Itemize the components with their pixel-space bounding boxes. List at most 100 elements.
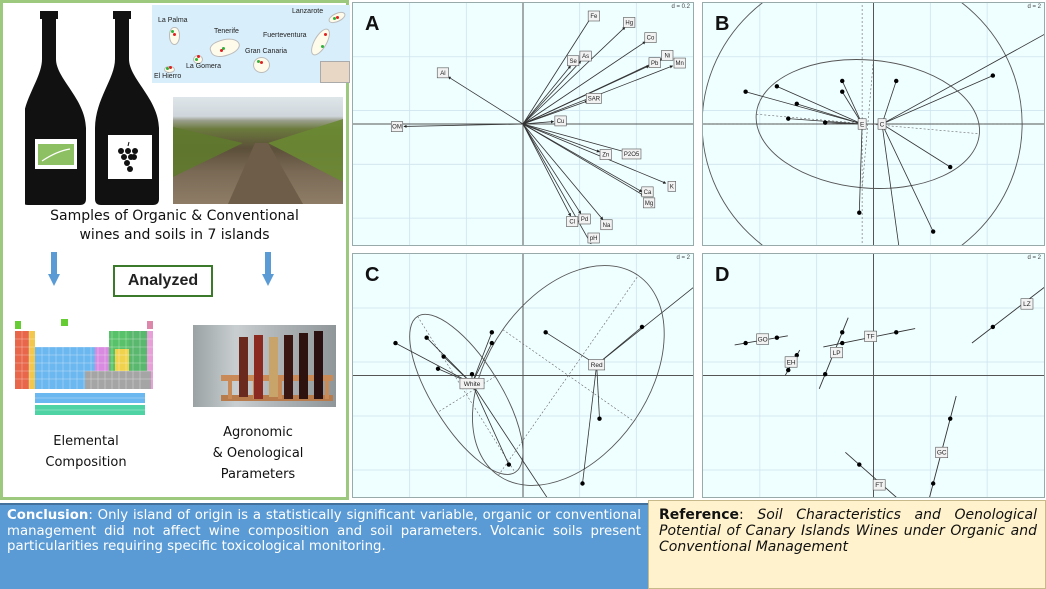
label-text: Ca (644, 190, 652, 196)
label-box (648, 57, 661, 68)
map-label-el-hierro: El Hierro (154, 73, 182, 80)
group-gc (929, 395, 957, 497)
map-label-fuerteventura: Fuerteventura (263, 32, 307, 39)
label-text: Hg (625, 21, 633, 27)
down-arrow-icon (262, 252, 274, 286)
sample-point (489, 330, 495, 335)
caption-line: Parameters (220, 467, 296, 482)
conventional-site-marker (173, 33, 176, 36)
sample-point (857, 210, 862, 215)
label-box (587, 232, 600, 244)
variable-label-om: OM (390, 121, 404, 132)
elemental-composition-caption: Elemental Composition (31, 431, 141, 473)
class-label-tf: TF (864, 330, 877, 342)
sample-point (948, 416, 953, 421)
conventional-site-marker (169, 66, 172, 69)
sample-point (822, 371, 828, 377)
sample-point (543, 330, 548, 335)
variable-arrow-ph (522, 123, 592, 245)
sample-point (743, 89, 748, 94)
sample-point (840, 340, 845, 346)
map-label-la-palma: La Palma (158, 17, 188, 24)
label-box (784, 356, 798, 368)
samples-line-1: Samples of Organic & Conventional (50, 208, 299, 224)
variable-label-as: As (579, 50, 592, 62)
label-box (644, 32, 657, 43)
sample-point (822, 120, 828, 125)
star-line (596, 287, 693, 366)
conventional-site-marker (336, 16, 339, 19)
star-line (471, 332, 493, 384)
class-label-e: E (857, 118, 867, 130)
class-label-eh: EH (784, 356, 798, 368)
label-text: Cl (569, 220, 575, 226)
map-label-la-gomera: La Gomera (186, 63, 222, 70)
label-box (600, 219, 613, 231)
label-text: pH (590, 236, 598, 242)
sample-point (639, 324, 645, 330)
label-text: Cu (557, 119, 565, 125)
label-box (872, 479, 886, 491)
sample-point (794, 353, 799, 358)
label-box (643, 197, 656, 209)
variable-arrow-pb (522, 65, 650, 125)
variable-arrow-hg (522, 26, 626, 125)
variable-label-al: Al (436, 67, 449, 79)
island-shape (307, 25, 334, 59)
label-text: Al (440, 71, 445, 77)
map-label-gran-canaria: Gran Canaria (245, 48, 288, 55)
star-line (881, 123, 900, 245)
confidence-ellipse-red (472, 265, 665, 486)
conventional-site-marker (260, 61, 263, 64)
sample-point (786, 367, 791, 373)
label-text: OM (392, 125, 402, 131)
label-box (661, 50, 674, 61)
variable-arrow-co (522, 41, 646, 125)
variable-arrow-pd (522, 123, 582, 214)
reference-box: Reference: Soil Characteristics and Oeno… (648, 500, 1046, 589)
island-shape (207, 34, 243, 61)
sample-point (506, 462, 512, 467)
star-line (881, 123, 951, 168)
caption-line: Composition (45, 455, 127, 470)
confidence-ellipse-c (755, 59, 980, 189)
star-line (881, 123, 934, 232)
variable-arrow-as (522, 60, 582, 125)
label-text: Co (647, 36, 655, 42)
variable-label-mg: Mg (643, 197, 656, 209)
label-text: LZ (1023, 301, 1031, 308)
sample-point (840, 89, 845, 94)
label-text: Zn (602, 153, 609, 159)
plot-d-scale-label: d = 2 (1027, 255, 1041, 261)
variable-arrow-p2o5 (522, 123, 626, 153)
sample-point (948, 164, 953, 170)
plot-c-scale-label: d = 2 (676, 255, 690, 261)
plot-a-scale-label: d = 0.2 (671, 4, 690, 10)
star-line (395, 342, 473, 384)
label-text: C (880, 121, 885, 128)
wine-bottles-illustration (25, 11, 159, 205)
caption-line: Agronomic (223, 425, 293, 440)
label-text: TF (867, 334, 875, 341)
class-label-ft: FT (872, 479, 886, 491)
vineyard-photo (173, 97, 343, 204)
star-line (796, 103, 863, 125)
spain-inset-map (320, 61, 350, 83)
class-label-lz: LZ (1020, 298, 1034, 310)
label-box (566, 216, 579, 227)
group-c (881, 34, 1044, 245)
conclusion-text: : Only island of origin is a statistical… (7, 508, 641, 554)
variable-label-ni: Ni (661, 50, 674, 61)
variable-arrow-al (447, 76, 524, 125)
variable-arrow-na (522, 123, 604, 220)
sample-point (786, 116, 791, 121)
variable-arrow-cl (522, 123, 571, 217)
label-text: SAR (588, 96, 601, 102)
star-line (471, 342, 493, 384)
star-line (881, 75, 994, 125)
canary-islands-map: La Palma Tenerife Lanzarote Fuerteventur… (152, 5, 350, 83)
ellipse-axis (437, 376, 496, 413)
ellipse-axis (498, 275, 639, 476)
